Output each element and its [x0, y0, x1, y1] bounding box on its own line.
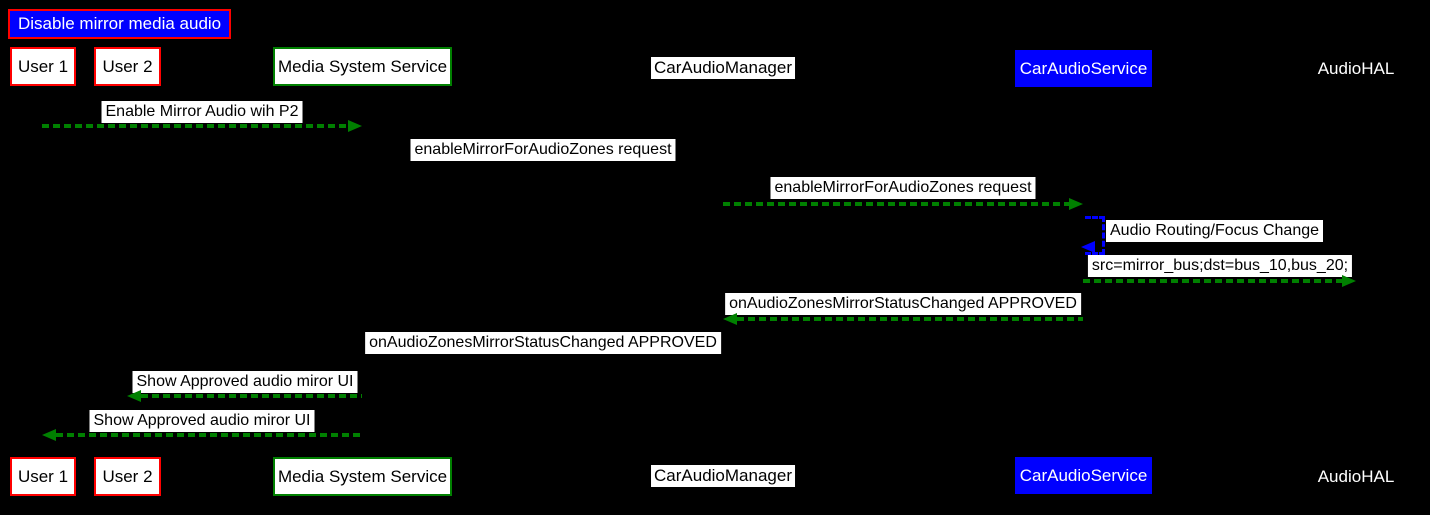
- arrowhead-right-icon: [1069, 198, 1083, 210]
- participant-label-audio-hal-bottom: AudioHAL: [1317, 467, 1395, 486]
- message-label-audio-routing: Audio Routing/Focus Change: [1106, 220, 1324, 242]
- participant-box-user2-bottom: User 2: [94, 457, 161, 496]
- arrowhead-right-icon: [1342, 275, 1356, 287]
- participant-box-media-system-service-top: Media System Service: [273, 47, 452, 86]
- message-arrow-line: [42, 124, 348, 128]
- participant-box-user1-top: User 1: [10, 47, 76, 86]
- participant-label: User 1: [17, 466, 69, 486]
- participant-label: CarAudioService: [1019, 58, 1148, 78]
- participant-label: User 2: [102, 56, 153, 76]
- message-label-show-approved-1: Show Approved audio miror UI: [132, 371, 358, 393]
- participant-box-car-audio-service-bottom: CarAudioService: [1015, 457, 1152, 494]
- participant-label: Media System Service: [277, 56, 448, 76]
- self-loop-arrow: [1085, 216, 1105, 255]
- participant-label: User 1: [17, 56, 69, 76]
- message-label-enable-mirror-audio: Enable Mirror Audio wih P2: [101, 101, 303, 123]
- arrowhead-left-icon: [42, 429, 56, 441]
- arrowhead-left-icon: [127, 390, 141, 402]
- participant-label-car-audio-manager-top: CarAudioManager: [651, 57, 795, 79]
- arrowhead-right-icon: [348, 120, 362, 132]
- message-arrow-line: [723, 202, 1069, 206]
- message-arrow-line: [737, 317, 1083, 321]
- message-arrow-line: [56, 433, 362, 437]
- message-label-enable-mirror-zones-2: enableMirrorForAudioZones request: [770, 177, 1036, 199]
- participant-label: User 2: [102, 466, 153, 486]
- message-label-enable-mirror-zones-1: enableMirrorForAudioZones request: [410, 139, 676, 161]
- participant-box-user2-top: User 2: [94, 47, 161, 86]
- message-arrow-line: [1083, 279, 1342, 283]
- participant-box-user1-bottom: User 1: [10, 457, 76, 496]
- arrowhead-left-icon: [1081, 241, 1095, 253]
- message-label-status-changed-1: onAudioZonesMirrorStatusChanged APPROVED: [725, 293, 1081, 315]
- message-label-show-approved-2: Show Approved audio miror UI: [89, 410, 315, 432]
- participant-label: Media System Service: [277, 466, 448, 486]
- participant-label-car-audio-manager-bottom: CarAudioManager: [651, 465, 795, 487]
- participant-label: CarAudioService: [1019, 465, 1148, 485]
- arrowhead-left-icon: [723, 313, 737, 325]
- message-label-src-mirror-bus: src=mirror_bus;dst=bus_10,bus_20;: [1087, 255, 1353, 277]
- participant-label-audio-hal-top: AudioHAL: [1317, 59, 1395, 78]
- participant-box-car-audio-service-top: CarAudioService: [1015, 50, 1152, 87]
- message-label-status-changed-2: onAudioZonesMirrorStatusChanged APPROVED: [365, 332, 721, 354]
- message-arrow-line: [141, 394, 362, 398]
- diagram-title: Disable mirror media audio: [8, 9, 232, 39]
- participant-box-media-system-service-bottom: Media System Service: [273, 457, 452, 496]
